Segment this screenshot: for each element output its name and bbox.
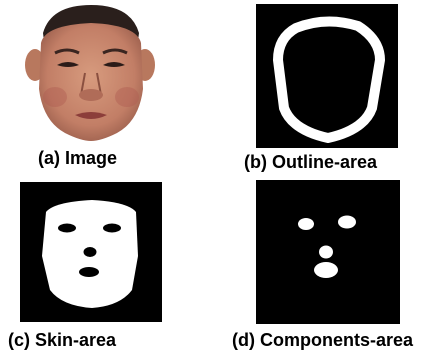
left-cheek (43, 87, 67, 107)
nose-blob (319, 246, 333, 259)
nose-hole (84, 247, 97, 257)
nose-tip (79, 89, 103, 101)
right-eye-blob (338, 216, 356, 229)
caption-c: (c) Skin-area (8, 330, 116, 350)
face-shape (39, 23, 143, 141)
left-eye-blob (298, 218, 314, 230)
caption-d: (d) Components-area (232, 330, 413, 350)
right-cheek (115, 87, 139, 107)
caption-b: (b) Outline-area (244, 152, 377, 172)
face-photo (21, 3, 159, 145)
mouth-blob (314, 262, 338, 278)
left-eye-hole (58, 224, 76, 233)
skin-mask (20, 182, 162, 322)
outline-mask (256, 4, 398, 148)
caption-a: (a) Image (38, 148, 117, 168)
mouth-hole (79, 267, 99, 277)
right-eye-hole (103, 224, 121, 233)
components-mask (256, 180, 400, 324)
